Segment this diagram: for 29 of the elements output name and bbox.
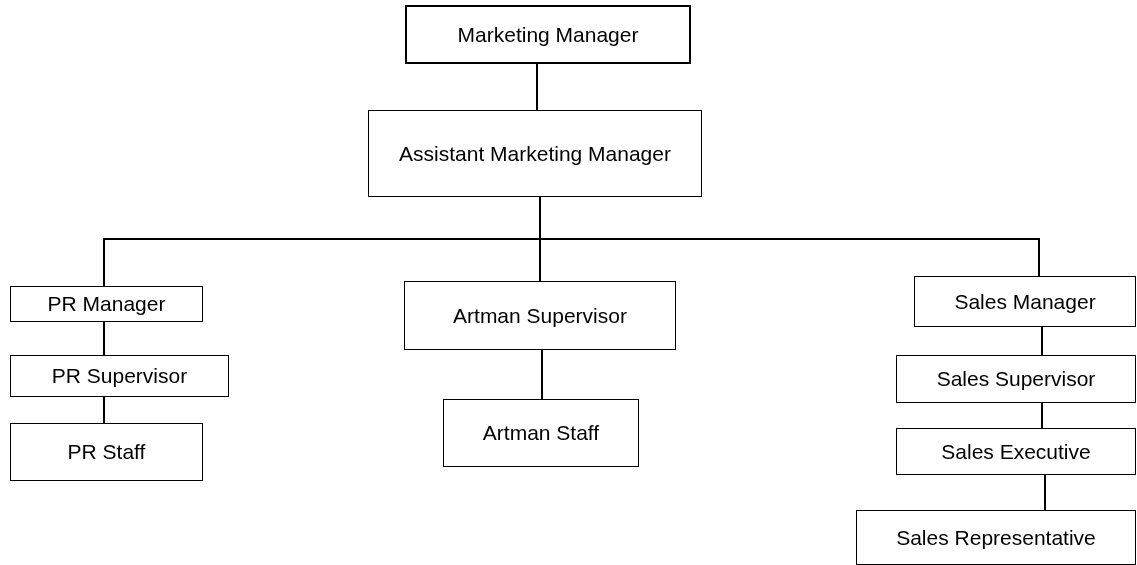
connector-line — [103, 321, 105, 356]
role-box — [443, 399, 639, 467]
role-box — [10, 286, 203, 322]
role-box — [914, 276, 1136, 327]
role-title: Marketing Manager — [456, 21, 640, 48]
role-title: Sales Executive — [940, 438, 1092, 465]
role-box — [404, 281, 676, 350]
role-title: Sales Representative — [895, 524, 1097, 551]
role-title: Artman Staff — [481, 420, 601, 447]
role-title: PR Manager — [46, 291, 167, 318]
connector-line — [536, 63, 538, 111]
role-title: PR Staff — [66, 439, 147, 466]
connector-line — [541, 349, 543, 400]
connector-line — [103, 396, 105, 424]
role-title: Artman Supervisor — [452, 302, 628, 329]
role-box — [896, 428, 1136, 475]
role-title: Sales Manager — [953, 288, 1097, 315]
role-box — [896, 355, 1136, 403]
connector-line — [1041, 326, 1043, 356]
connector-line — [1044, 474, 1046, 511]
role-box — [368, 110, 702, 197]
role-title: Sales Supervisor — [935, 366, 1097, 393]
connector-line — [1041, 402, 1043, 429]
role-box — [10, 355, 229, 397]
role-box — [856, 510, 1136, 565]
role-title: Assistant Marketing Manager — [398, 140, 672, 167]
role-box — [10, 423, 203, 481]
role-title: PR Supervisor — [50, 363, 189, 390]
role-box — [405, 5, 691, 64]
